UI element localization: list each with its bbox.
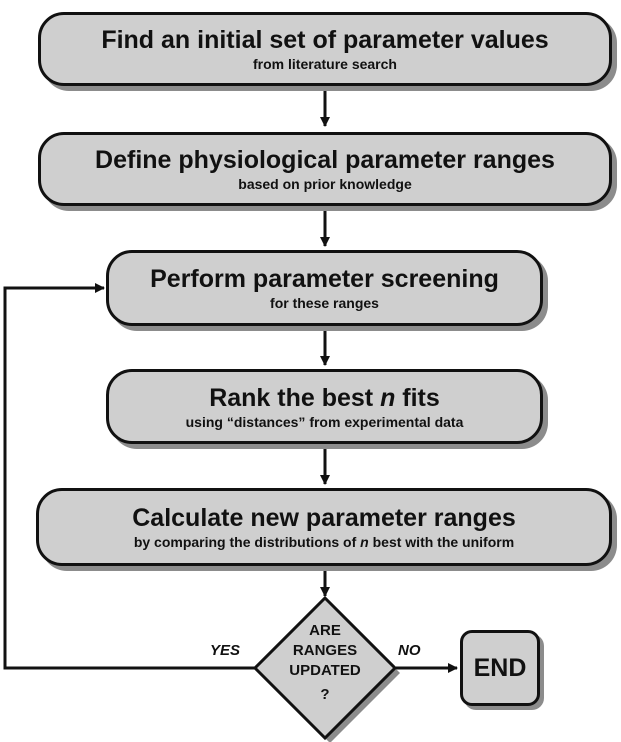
step-5-subtitle-post: best with the uniform: [368, 534, 515, 550]
step-5-subtitle-var: n: [360, 534, 369, 550]
decision-text: ARE RANGES UPDATED ?: [265, 621, 385, 705]
decision-line-2: RANGES: [292, 642, 358, 659]
step-4-title: Rank the best n fits: [209, 383, 440, 413]
step-2-subtitle: based on prior knowledge: [238, 176, 412, 192]
step-rank-best-fits: Rank the best n fits using “distances” f…: [106, 369, 543, 444]
yes-label: YES: [210, 642, 241, 659]
arrow-yes-loop: [3, 283, 256, 670]
step-4-subtitle: using “distances” from experimental data: [185, 413, 464, 430]
decision-line-3: UPDATED: [289, 662, 361, 679]
step-define-ranges: Define physiological parameter ranges ba…: [38, 132, 612, 206]
no-label: NO: [398, 642, 421, 659]
decision-line-4: ?: [320, 686, 330, 703]
step-5-title: Calculate new parameter ranges: [132, 504, 516, 532]
step-find-initial-values: Find an initial set of parameter values …: [38, 12, 612, 86]
step-5-subtitle: by comparing the distributions of n best…: [134, 533, 514, 551]
step-parameter-screening: Perform parameter screening for these ra…: [106, 250, 543, 326]
step-1-title: Find an initial set of parameter values: [101, 26, 549, 54]
step-4-title-post: fits: [395, 383, 440, 412]
step-4-title-pre: Rank the best: [209, 383, 381, 412]
step-5-subtitle-pre: by comparing the distributions of: [133, 534, 361, 550]
end-terminal: END: [460, 630, 540, 706]
step-2-title: Define physiological parameter ranges: [95, 146, 555, 174]
step-3-title: Perform parameter screening: [150, 265, 499, 293]
step-1-subtitle: from literature search: [253, 56, 397, 72]
step-calculate-new-ranges: Calculate new parameter ranges by compar…: [36, 488, 612, 566]
decision-line-1: ARE: [309, 622, 341, 639]
decision-diamond: [252, 595, 398, 741]
step-3-subtitle: for these ranges: [270, 295, 379, 311]
step-4-title-var: n: [380, 383, 396, 412]
